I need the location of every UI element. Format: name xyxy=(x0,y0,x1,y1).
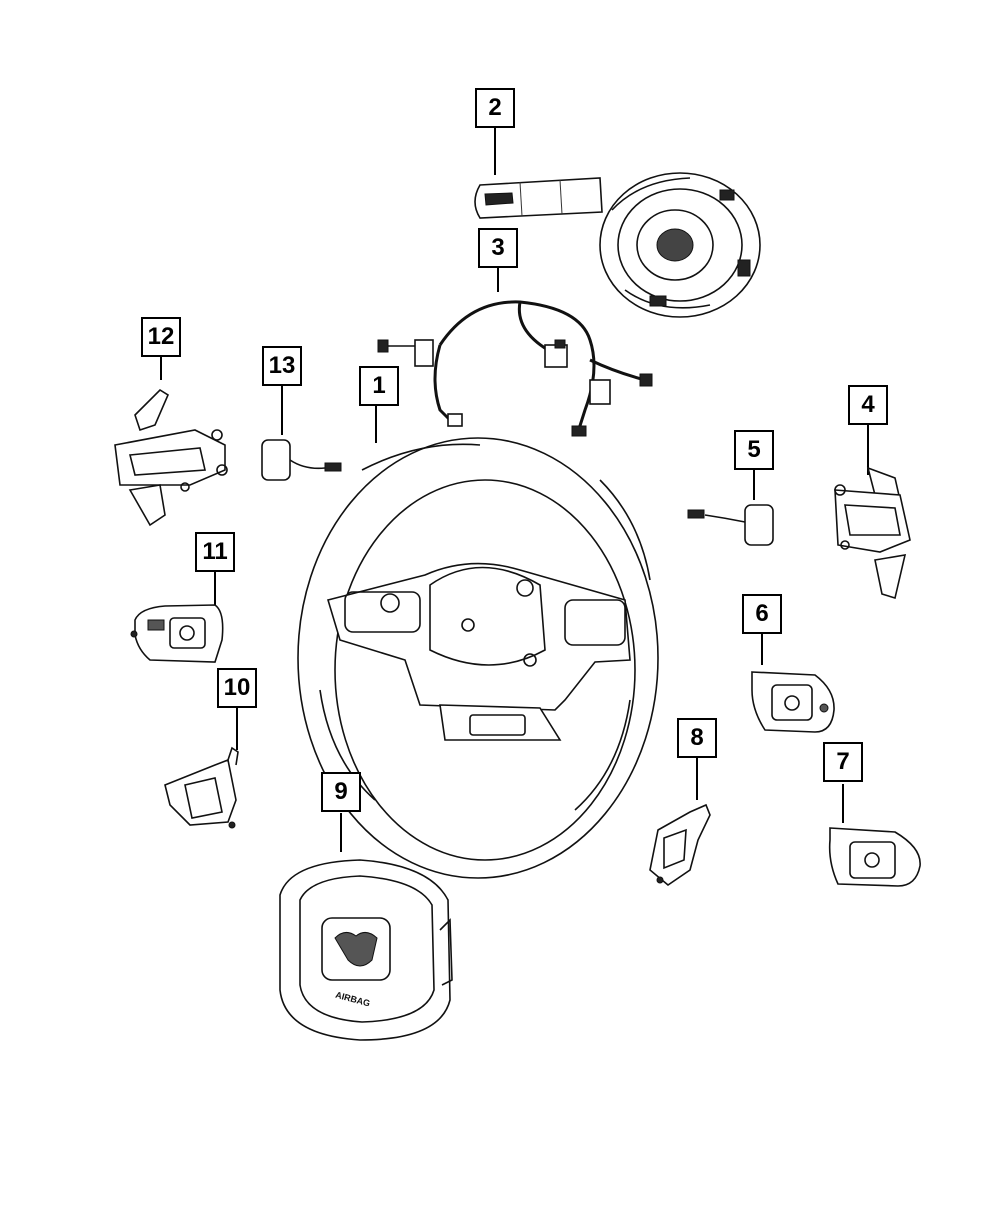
hands-on-sensor-part-5[interactable] xyxy=(687,504,774,546)
callout-12[interactable]: 12 xyxy=(141,317,181,357)
callout-6[interactable]: 6 xyxy=(742,594,782,634)
switch-left-lower-part[interactable] xyxy=(164,746,239,829)
callout-10[interactable]: 10 xyxy=(217,668,257,708)
callout-1[interactable]: 1 xyxy=(359,366,399,406)
callout-11[interactable]: 11 xyxy=(195,532,235,572)
callout-13[interactable]: 13 xyxy=(262,346,302,386)
callout-10-label: 10 xyxy=(223,674,251,701)
callout-3-label: 3 xyxy=(491,234,505,261)
callout-9-label: 9 xyxy=(334,778,348,805)
callout-5[interactable]: 5 xyxy=(734,430,774,470)
switch-right-upper-part[interactable] xyxy=(751,671,835,733)
paddle-shifter-right-part[interactable] xyxy=(834,466,911,600)
callout-13-label: 13 xyxy=(268,352,296,379)
callout-9[interactable]: 9 xyxy=(321,772,361,812)
callout-8-label: 8 xyxy=(690,724,704,751)
hands-on-sensor-part-13[interactable] xyxy=(261,439,342,481)
callout-12-label: 12 xyxy=(147,323,175,350)
callout-7-label: 7 xyxy=(836,748,850,775)
airbag-part[interactable]: AIRBAG xyxy=(279,859,453,1041)
callout-6-label: 6 xyxy=(755,600,769,627)
callout-2[interactable]: 2 xyxy=(475,88,515,128)
callout-11-label: 11 xyxy=(202,538,228,565)
callout-2-label: 2 xyxy=(488,94,502,121)
callout-8[interactable]: 8 xyxy=(677,718,717,758)
wiring-harness-part[interactable] xyxy=(377,300,653,437)
switch-left-upper-part[interactable] xyxy=(130,604,224,663)
multifunction-switch-part[interactable] xyxy=(474,172,761,318)
callout-1-label: 1 xyxy=(372,372,386,399)
steering-wheel-part[interactable] xyxy=(297,437,659,879)
callout-7[interactable]: 7 xyxy=(823,742,863,782)
bracket-part-8[interactable] xyxy=(649,803,711,887)
callout-4-label: 4 xyxy=(861,391,875,418)
leader-lines xyxy=(160,128,869,852)
switch-right-lower-part[interactable] xyxy=(828,827,921,887)
paddle-shifter-left-part[interactable] xyxy=(114,388,228,527)
callout-3[interactable]: 3 xyxy=(478,228,518,268)
callout-4[interactable]: 4 xyxy=(848,385,888,425)
callout-5-label: 5 xyxy=(747,436,761,463)
